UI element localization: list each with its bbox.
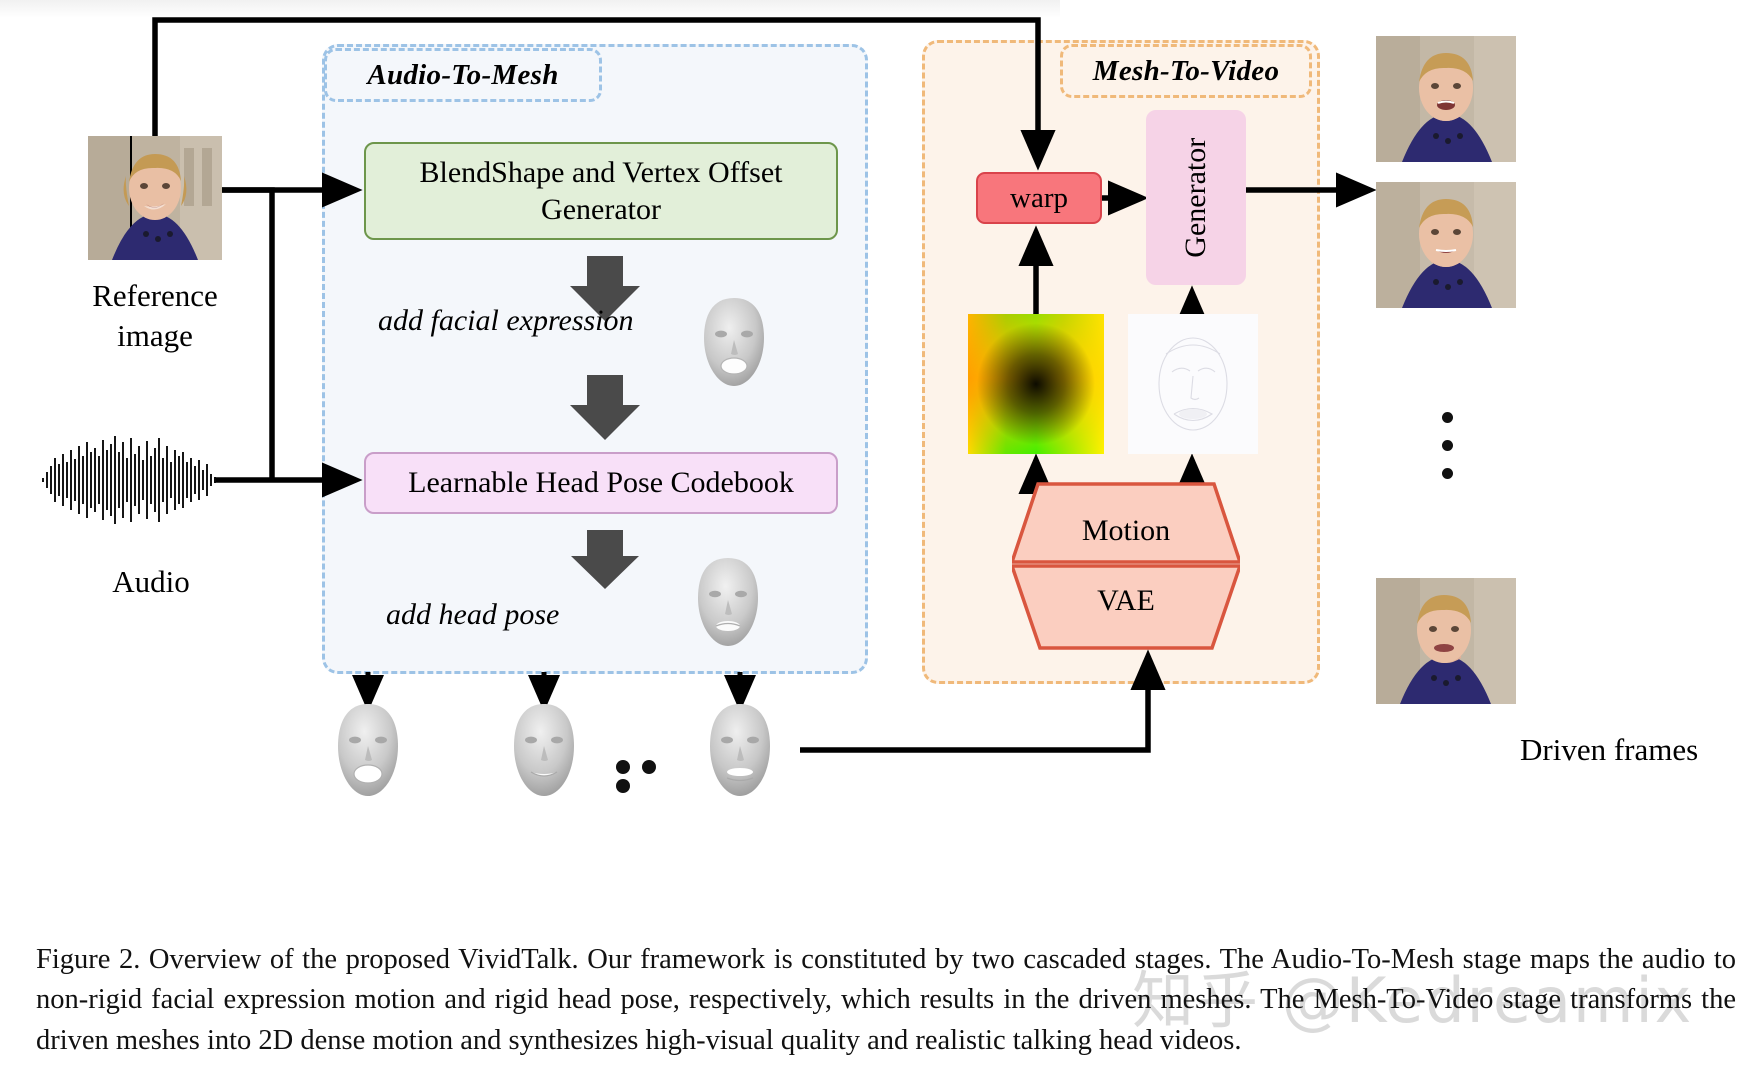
warp-box-label: warp xyxy=(1010,181,1068,214)
dense-motion-field-icon xyxy=(968,314,1104,454)
driven-frame-1 xyxy=(1376,36,1516,162)
top-banner-strip xyxy=(0,0,1060,18)
face-mesh-icon-pose xyxy=(688,556,768,648)
face-mesh-icon-expression xyxy=(694,296,774,388)
codebook-box-label: Learnable Head Pose Codebook xyxy=(408,466,794,500)
audio-label: Audio xyxy=(112,564,190,599)
reference-image-label: Reference image xyxy=(92,278,218,354)
face-mesh-icon-frame-3 xyxy=(700,702,780,798)
audio-to-mesh-stage-title: Audio-To-Mesh xyxy=(324,48,602,102)
driven-frame-2 xyxy=(1376,182,1516,308)
generator-box[interactable]: Generator xyxy=(1146,110,1246,285)
motion-vae-top-label: Motion xyxy=(1081,514,1171,547)
blendshape-vertex-offset-generator-box[interactable]: BlendShape and Vertex Offset Generator xyxy=(364,142,838,240)
mesh-to-video-stage-title: Mesh-To-Video xyxy=(1060,44,1312,98)
motion-vae-block[interactable]: Motion VAE xyxy=(1012,482,1240,650)
driven-frame-3 xyxy=(1376,578,1516,704)
occlusion-map-icon xyxy=(1128,314,1258,454)
generator-box-label: Generator xyxy=(1179,137,1213,258)
audio-waveform-icon xyxy=(40,432,216,528)
driven-meshes-ellipsis-icon xyxy=(616,760,692,793)
reference-image-thumbnail xyxy=(88,136,222,260)
motion-vae-bottom-label: VAE xyxy=(1097,584,1155,617)
figure-caption: Figure 2. Overview of the proposed Vivid… xyxy=(36,944,1736,1056)
face-mesh-icon-frame-2 xyxy=(504,702,584,798)
audio-to-mesh-stage-container xyxy=(322,44,868,674)
warp-box[interactable]: warp xyxy=(976,172,1102,224)
add-facial-expression-annotation: add facial expression xyxy=(378,304,634,337)
blendshape-box-label: BlendShape and Vertex Offset Generator xyxy=(419,155,783,227)
face-mesh-icon-frame-1 xyxy=(328,702,408,798)
driven-frames-ellipsis-icon xyxy=(1438,412,1456,492)
driven-frames-label: Driven frames xyxy=(1520,732,1699,767)
add-head-pose-annotation: add head pose xyxy=(386,598,560,631)
audio-to-mesh-title-text: Audio-To-Mesh xyxy=(367,58,559,91)
mesh-to-video-title-text: Mesh-To-Video xyxy=(1092,54,1280,87)
motion-vae-shape xyxy=(1012,482,1240,650)
learnable-head-pose-codebook-box[interactable]: Learnable Head Pose Codebook xyxy=(364,452,838,514)
